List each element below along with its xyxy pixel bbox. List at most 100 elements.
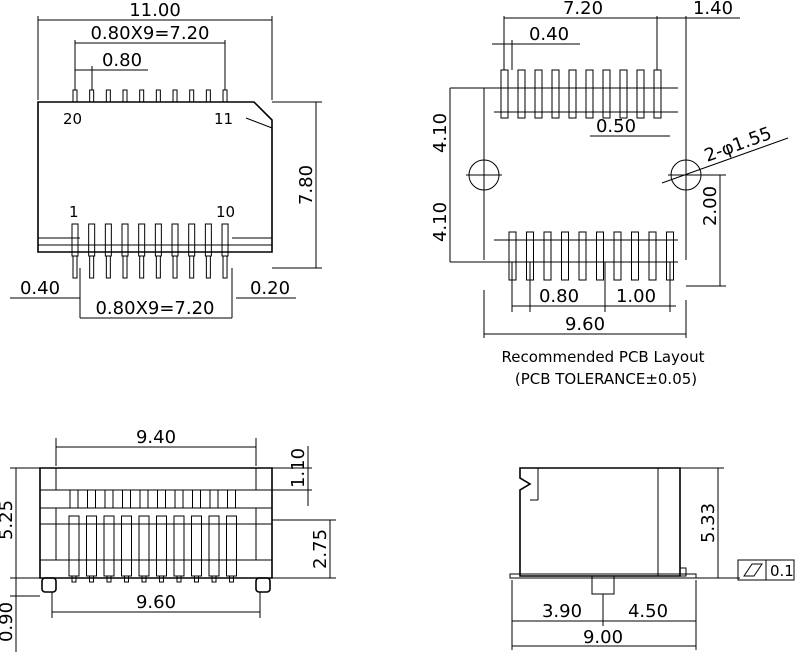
- top-pin: [189, 89, 195, 103]
- bottom-contact-row: [71, 223, 229, 279]
- pcb-pad-gap-label: 0.50: [596, 116, 636, 137]
- top-pitch-label: 0.80: [102, 50, 142, 71]
- side-right-span-label: 4.50: [628, 601, 668, 622]
- pcb-top-pad: [619, 69, 628, 119]
- pcb-caption-line2: (PCB TOLERANCE±0.05): [515, 370, 697, 388]
- front-contact-tail: [159, 575, 164, 583]
- front-total-height-label: 5.25: [0, 500, 17, 540]
- front-contact: [226, 515, 237, 577]
- front-contact-tail: [211, 575, 217, 583]
- top-height-label: 7.80: [296, 165, 317, 205]
- top-pitch-total-label: 0.80X9=7.20: [90, 23, 209, 44]
- pcb-top-pad-row: [500, 69, 662, 119]
- pcb-pad-length-label: 1.00: [616, 286, 656, 307]
- pcb-top-pad: [534, 69, 543, 119]
- side-left-span-label: 3.90: [542, 601, 582, 622]
- front-contact-row: [68, 515, 237, 583]
- pcb-layout-view: 7.20 1.40 0.40 4.10 4.10 0.50 2-φ1.55: [430, 0, 789, 388]
- pcb-half-height-bottom-label: 4.10: [430, 202, 451, 242]
- pcb-bottom-pad-row: [508, 231, 674, 281]
- front-contact: [68, 515, 80, 577]
- top-body-outline: [37, 101, 273, 253]
- pcb-bottom-pad: [561, 231, 569, 281]
- pin-offset-right-label: 0.20: [250, 278, 290, 299]
- front-contact-tail: [124, 575, 129, 583]
- top-view: 11.00 0.80X9=7.20 0.80 20 11 1 10 7.80 0…: [10, 0, 322, 319]
- front-contact: [121, 515, 132, 577]
- pcb-bottom-pad: [648, 231, 657, 281]
- front-slot: [192, 489, 201, 509]
- pcb-top-pad: [551, 69, 560, 119]
- bottom-contact-lead: [122, 255, 128, 279]
- top-pin: [139, 89, 145, 103]
- front-contact: [208, 515, 220, 577]
- front-slot: [139, 489, 149, 509]
- pcb-pad-width-label: 0.40: [529, 24, 569, 45]
- side-total-length-label: 9.00: [583, 627, 623, 648]
- pcb-hole-offset-label: 2.00: [700, 186, 721, 226]
- pin-1-label: 1: [69, 203, 79, 221]
- top-pin: [205, 89, 211, 103]
- front-base-width-label: 9.60: [136, 592, 176, 613]
- front-foot-left: [41, 577, 57, 593]
- bottom-contact-lead: [172, 255, 178, 279]
- pcb-top-pad: [653, 69, 662, 119]
- pcb-bottom-pad: [578, 231, 587, 281]
- pcb-top-pad: [517, 69, 526, 119]
- top-pin: [172, 89, 178, 103]
- bottom-contact-lead: [139, 255, 145, 279]
- side-body-outline: [519, 467, 681, 577]
- front-top-width-label: 9.40: [136, 427, 176, 448]
- front-foot-right: [255, 577, 271, 593]
- bottom-contact-lead: [72, 255, 78, 279]
- front-contact: [173, 515, 185, 577]
- top-pin: [155, 89, 161, 103]
- bottom-contact-lead: [89, 255, 95, 279]
- front-contact: [191, 515, 202, 577]
- top-pin: [122, 89, 128, 103]
- front-contact-tail: [229, 575, 234, 583]
- bottom-pitch-total-label: 0.80X9=7.20: [95, 298, 214, 319]
- front-contact: [103, 515, 115, 577]
- pin-20-label: 20: [63, 110, 82, 128]
- pin-10-label: 10: [216, 203, 235, 221]
- pcb-top-pad: [636, 69, 645, 119]
- pcb-edge-offset-label: 1.40: [693, 0, 733, 19]
- pin-offset-left-label: 0.40: [20, 278, 60, 299]
- pin-11-label: 11: [214, 110, 233, 128]
- pcb-bottom-pad: [596, 231, 604, 281]
- front-contact-height-label: 2.75: [310, 529, 331, 569]
- pcb-top-pad: [585, 69, 594, 119]
- flatness-icon: [743, 563, 763, 577]
- pcb-half-height-top-label: 4.10: [430, 113, 451, 153]
- front-view: 9.40 1.10 2.75 5.25 0.90: [0, 427, 336, 652]
- front-slot: [174, 489, 184, 509]
- pcb-pitch-label: 0.80: [539, 286, 579, 307]
- front-contact-tail: [89, 575, 94, 583]
- side-view: 5.33 0.1 3.90 4.50 9.00: [509, 467, 795, 650]
- pcb-hole-spec-label: 2-φ1.55: [702, 123, 775, 167]
- front-contact: [86, 515, 97, 577]
- pcb-bottom-pad: [543, 231, 552, 281]
- pcb-top-pad: [602, 69, 611, 119]
- front-contact-tail: [71, 575, 77, 583]
- front-contact: [156, 515, 167, 577]
- front-standoff-label: 0.90: [0, 602, 17, 642]
- bottom-contact-lead: [155, 255, 161, 279]
- pcb-overall-width-label: 9.60: [565, 314, 605, 335]
- top-pin: [105, 89, 111, 103]
- front-slot: [227, 489, 236, 509]
- front-slot: [104, 489, 114, 509]
- front-slot: [122, 489, 131, 509]
- front-slot-depth-label: 1.10: [288, 448, 309, 488]
- bottom-contact-lead: [189, 255, 195, 279]
- pcb-top-pad: [500, 69, 509, 119]
- top-pin: [89, 89, 95, 103]
- bottom-contact-lead: [105, 255, 111, 279]
- side-height-label: 5.33: [698, 503, 719, 543]
- front-slot-row: [69, 489, 236, 509]
- front-slot: [209, 489, 219, 509]
- front-slot: [87, 489, 96, 509]
- front-contact-tail: [194, 575, 199, 583]
